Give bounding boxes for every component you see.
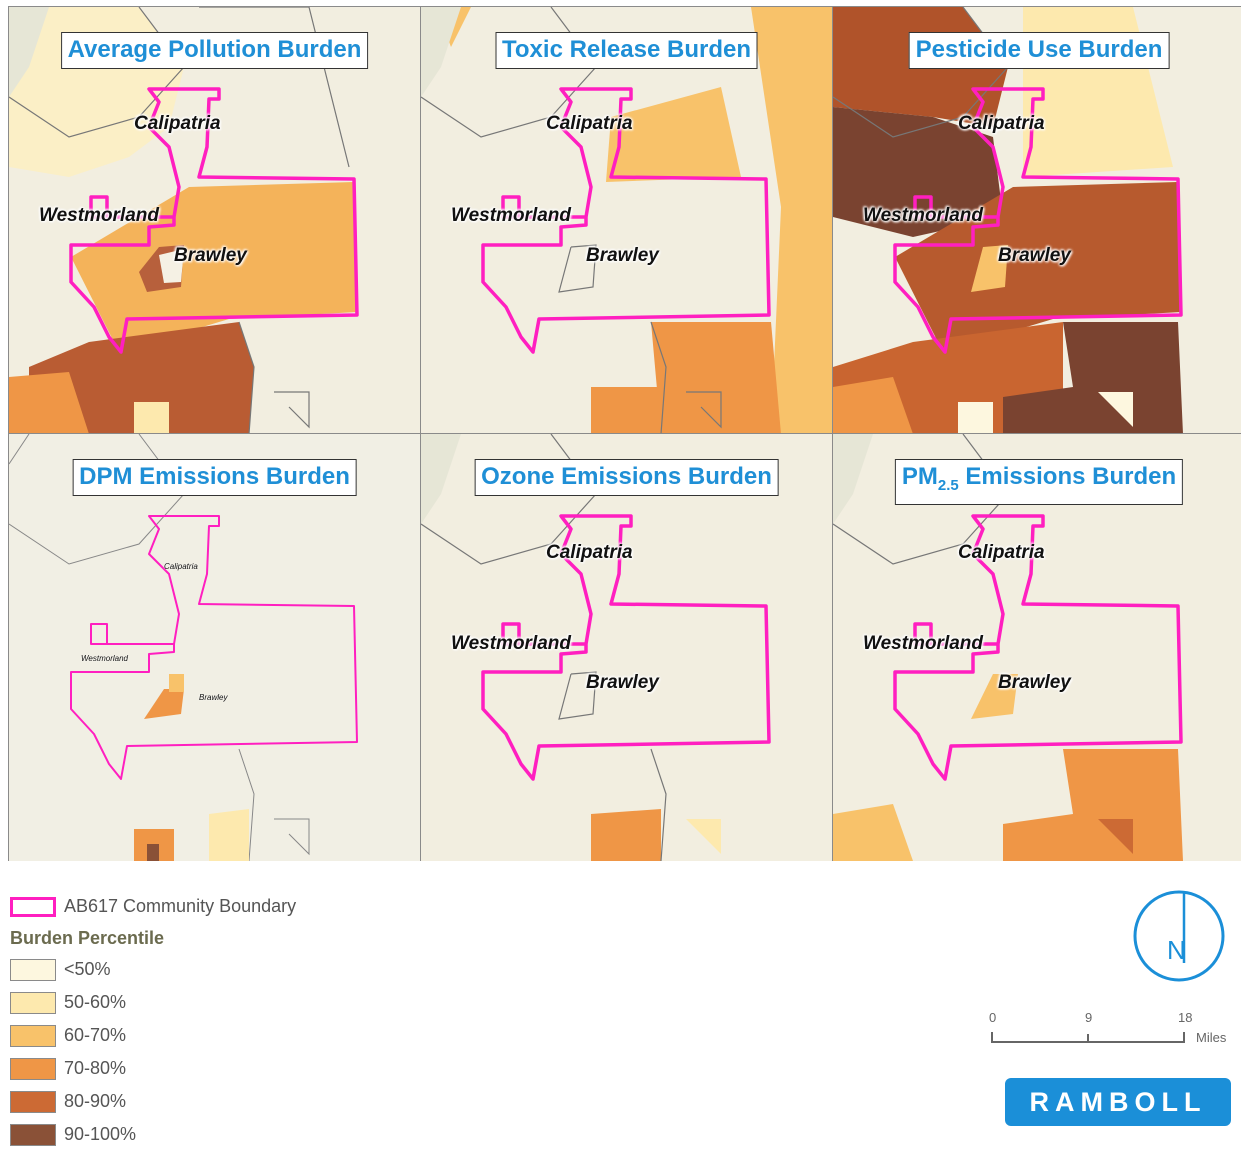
scale-tick-18: 18	[1178, 1010, 1193, 1025]
legend-heading: Burden Percentile	[10, 928, 165, 948]
map-average-pollution	[9, 7, 359, 433]
panel-title: Ozone Emissions Burden	[474, 459, 779, 496]
city-label-westmorland: Westmorland	[81, 654, 128, 663]
boundary-swatch	[10, 896, 56, 917]
legend-class-label: 60-70%	[64, 1025, 127, 1045]
legend-swatch	[10, 958, 56, 981]
scale-tick-0: 0	[989, 1010, 997, 1025]
panel-title: Toxic Release Burden	[495, 32, 758, 69]
map-panel-ozone-emissions: Ozone Emissions Burden Calipatria Westmo…	[421, 434, 833, 861]
city-label-brawley: Brawley	[998, 245, 1071, 266]
legend-class-label: 90-100%	[64, 1124, 137, 1144]
legend-swatch	[10, 991, 56, 1014]
legend-class-row: 50-60%	[10, 986, 296, 1019]
map-panel-average-pollution: Average Pollution Burden Calipatria West…	[9, 7, 421, 434]
city-label-westmorland: Westmorland	[451, 633, 572, 654]
title-rest: Emissions Burden	[958, 463, 1177, 490]
city-label-calipatria: Calipatria	[134, 113, 221, 134]
city-label-calipatria: Calipatria	[958, 542, 1045, 563]
legend-class-row: <50%	[10, 953, 296, 986]
panel-title: Average Pollution Burden	[60, 32, 369, 69]
city-label-westmorland: Westmorland	[863, 633, 984, 654]
legend-swatch	[10, 1024, 56, 1047]
map-panel-pm25-emissions: PM2.5 Emissions Burden Calipatria Westmo…	[833, 434, 1241, 861]
city-label-calipatria: Calipatria	[958, 113, 1045, 134]
ramboll-logo: RAMBOLL	[1005, 1078, 1231, 1126]
north-arrow-icon: N	[1133, 890, 1225, 982]
legend-swatch	[10, 1057, 56, 1080]
scale-unit: Miles	[1196, 1030, 1227, 1045]
legend-class-label: 70-80%	[64, 1058, 127, 1078]
panel-title: Pesticide Use Burden	[908, 32, 1170, 69]
legend-boundary: AB617 Community Boundary	[10, 890, 296, 923]
legend-class-row: 60-70%	[10, 1019, 296, 1052]
scale-tick-9: 9	[1085, 1010, 1093, 1025]
map-panel-dpm-emissions: DPM Emissions Burden Calipatria Westmorl…	[9, 434, 421, 861]
city-label-calipatria: Calipatria	[546, 113, 633, 134]
map-dpm-emissions	[9, 434, 420, 861]
legend-swatch	[10, 1090, 56, 1113]
city-label-calipatria: Calipatria	[546, 542, 633, 563]
map-legend: AB617 Community Boundary Burden Percenti…	[10, 890, 296, 1151]
city-label-brawley: Brawley	[174, 245, 247, 266]
map-grid: Average Pollution Burden Calipatria West…	[8, 6, 1241, 861]
north-letter: N	[1167, 935, 1186, 965]
legend-class-row: 80-90%	[10, 1085, 296, 1118]
legend-class-label: 50-60%	[64, 992, 127, 1012]
city-label-westmorland: Westmorland	[39, 205, 160, 226]
legend-classes: <50% 50-60% 60-70% 70-80% 80-90% 90-100%	[10, 953, 296, 1151]
legend-class-row: 90-100%	[10, 1118, 296, 1151]
legend-class-row: 70-80%	[10, 1052, 296, 1085]
title-subscript: 2.5	[937, 476, 959, 494]
scale-line	[991, 1032, 1185, 1043]
city-label-brawley: Brawley	[586, 672, 659, 693]
city-label-westmorland: Westmorland	[863, 205, 984, 226]
map-pm25-emissions	[833, 434, 1183, 861]
title-main: PM	[901, 463, 938, 490]
city-label-brawley: Brawley	[998, 672, 1071, 693]
panel-title: DPM Emissions Burden	[72, 459, 357, 496]
city-label-westmorland: Westmorland	[451, 205, 572, 226]
map-toxic-release	[421, 7, 832, 433]
legend-class-label: 80-90%	[64, 1091, 127, 1111]
city-label-brawley: Brawley	[199, 693, 228, 702]
map-panel-pesticide-use: Pesticide Use Burden Calipatria Westmorl…	[833, 7, 1241, 434]
legend-swatch	[10, 1123, 56, 1146]
boundary-label: AB617 Community Boundary	[64, 896, 297, 916]
legend-class-label: <50%	[64, 959, 111, 979]
panel-title: PM2.5 Emissions Burden	[894, 459, 1184, 505]
scale-bar: 0 9 18 Miles	[988, 1010, 1238, 1050]
map-panel-toxic-release: Toxic Release Burden Calipatria Westmorl…	[421, 7, 833, 434]
city-label-calipatria: Calipatria	[164, 562, 198, 571]
map-ozone-emissions	[421, 434, 771, 861]
city-label-brawley: Brawley	[586, 245, 659, 266]
